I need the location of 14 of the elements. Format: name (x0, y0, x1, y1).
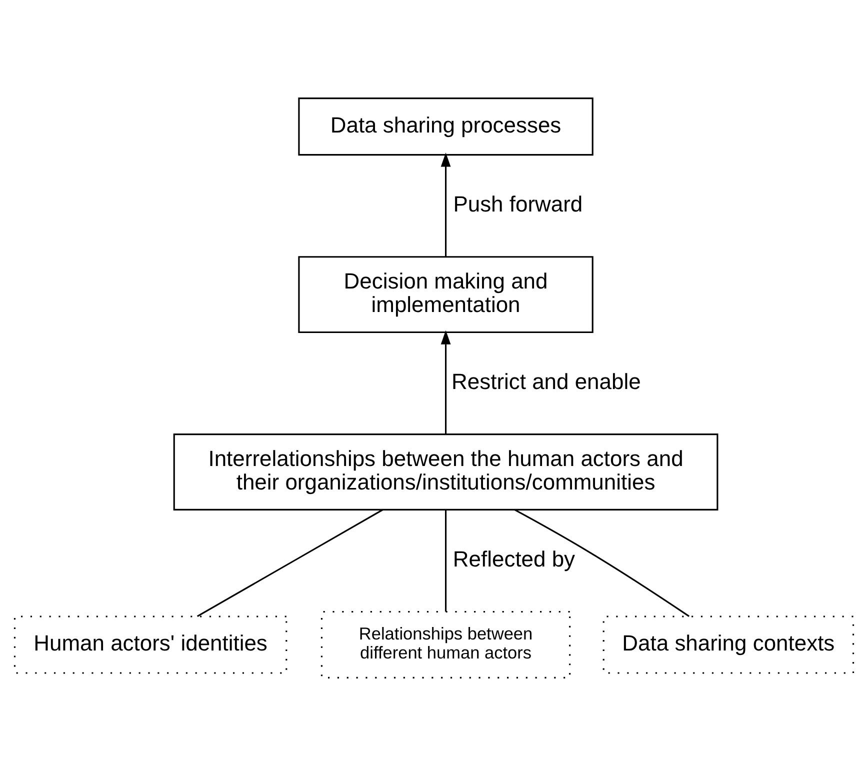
edge-label: Push forward (453, 192, 583, 217)
node-box: Data sharing processes (298, 98, 594, 156)
arrow (440, 152, 451, 257)
node-box: Human actors' identities (14, 616, 288, 674)
node-box: Decision making and implementation (298, 256, 594, 334)
edge-label: Restrict and enable (452, 369, 641, 394)
node-box: Interrelationships between the human actors and their organizations/institutions/communities (173, 434, 718, 510)
connector (514, 509, 690, 617)
connector (196, 509, 384, 617)
connector (444, 510, 447, 612)
node-box: Relationships between different human actors (320, 610, 571, 678)
node-box: Data sharing contexts (602, 616, 854, 674)
arrow (440, 330, 451, 434)
edge-label: Reflected by (452, 546, 576, 572)
